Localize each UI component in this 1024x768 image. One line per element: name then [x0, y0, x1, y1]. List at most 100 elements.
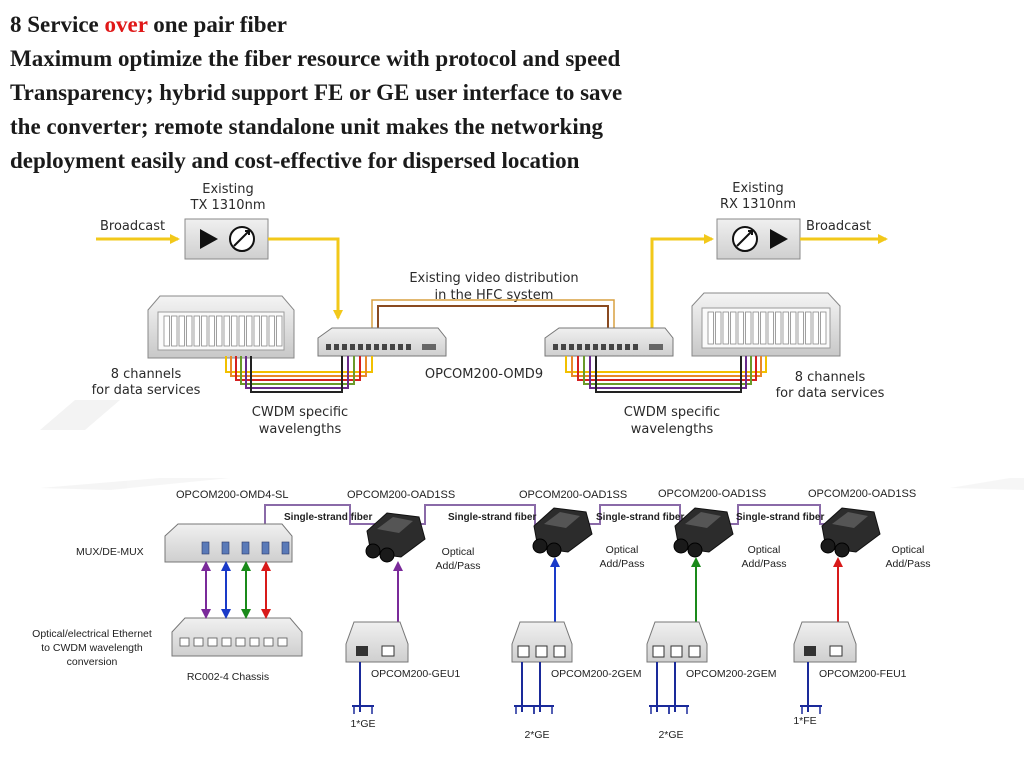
- mux-port: [201, 541, 210, 555]
- oad-lid: [544, 512, 580, 528]
- chassis-slot: [730, 311, 737, 345]
- top-diagram: Existing TX 1310nm Broadcast Existing RX…: [92, 181, 888, 437]
- right-cwdm-line-2: wavelengths: [631, 422, 714, 437]
- fiber-label-1: Single-strand fiber: [284, 512, 372, 523]
- tx-transmitter: [184, 218, 269, 260]
- play-icon: [770, 229, 788, 249]
- omd-port: [649, 344, 663, 350]
- ethernet-label-line-1: Optical/electrical Ethernet: [32, 628, 152, 640]
- cwdm-fiber: [240, 356, 355, 385]
- video-label-line-1: Existing video distribution: [409, 271, 578, 286]
- oad-label-2: OPCOM200-OAD1SS: [519, 489, 627, 501]
- unit-port: [670, 645, 683, 658]
- video-fiber-secondary: [371, 299, 615, 330]
- omd-port: [422, 344, 436, 350]
- omd-port: [577, 344, 582, 350]
- port-label-1: 1*GE: [350, 718, 375, 730]
- unit-housing: [345, 621, 409, 663]
- omd-port: [358, 344, 363, 350]
- cwdm-fiber: [589, 356, 747, 389]
- omd-port: [561, 344, 566, 350]
- chassis-slot: [805, 311, 812, 345]
- converter-unit: [511, 621, 573, 714]
- fiber-label-3: Single-strand fiber: [596, 512, 684, 523]
- optical-label-2-line-1: Optical: [606, 544, 639, 556]
- chassis-slot: [752, 311, 759, 345]
- chassis-slot: [790, 311, 797, 345]
- oad-node: [820, 507, 881, 558]
- mux-port: [261, 541, 270, 555]
- chassis-slot: [231, 315, 238, 347]
- omd-port: [374, 344, 379, 350]
- chassis-slot: [261, 315, 268, 347]
- chassis-slot: [797, 311, 804, 345]
- chassis-slot: [775, 311, 782, 345]
- omd-to-rx-arrow: [650, 234, 714, 330]
- rx-broadcast-label: Broadcast: [806, 219, 871, 234]
- oad-gland: [365, 543, 381, 559]
- optical-label-4-line-1: Optical: [892, 544, 925, 556]
- oad-lid: [685, 512, 721, 528]
- video-fiber: [377, 305, 609, 330]
- cwdm-fiber: [245, 356, 349, 389]
- chassis-slot: [171, 315, 178, 347]
- omd-port: [633, 344, 638, 350]
- omd-port: [342, 344, 347, 350]
- unit-port: [517, 645, 530, 658]
- chassis-slot: [276, 315, 283, 347]
- oad-gland: [546, 542, 562, 558]
- chassis-slot: [216, 315, 223, 347]
- omd-port: [366, 344, 371, 350]
- chassis-slot: [163, 315, 170, 347]
- unit-port: [804, 646, 816, 656]
- chassis-port: [179, 637, 190, 647]
- oad-lid: [377, 517, 413, 533]
- rx-receiver: [716, 218, 801, 260]
- unit-port: [356, 646, 368, 656]
- chassis-port: [193, 637, 204, 647]
- chassis-slot: [715, 311, 722, 345]
- unit-housing: [793, 621, 857, 663]
- cwdm-fiber: [565, 356, 767, 373]
- optical-label-4-line-2: Add/Pass: [886, 558, 931, 570]
- fiber-label-2: Single-strand fiber: [448, 512, 536, 523]
- background-streaks: [40, 400, 1024, 490]
- optical-label-2-line-2: Add/Pass: [600, 558, 645, 570]
- cwdm-fiber: [235, 356, 361, 381]
- ethernet-label-line-2: to CWDM wavelength: [41, 642, 143, 654]
- chassis-slot: [268, 315, 275, 347]
- omd-model-label: OPCOM200-OMD9: [425, 367, 543, 382]
- optical-label-3-line-2: Add/Pass: [742, 558, 787, 570]
- chassis-slot: [760, 311, 767, 345]
- chassis-slot: [722, 311, 729, 345]
- fiber-label-4: Single-strand fiber: [736, 512, 824, 523]
- omd-port: [625, 344, 630, 350]
- chassis-slot: [208, 315, 215, 347]
- port-label-4: 1*FE: [793, 715, 816, 727]
- optical-label-1-line-2: Add/Pass: [436, 560, 481, 572]
- chassis-port: [249, 637, 260, 647]
- bottom-diagram: OPCOM200-OMD4-SL OPCOM200-OAD1SS OPCOM20…: [32, 488, 930, 741]
- right-cwdm-fibers: [565, 356, 767, 393]
- omd-port: [553, 344, 558, 350]
- heading-line-4: the converter; remote standalone unit ma…: [10, 114, 604, 139]
- oad-gland: [673, 538, 689, 554]
- unit-label-4: OPCOM200-FEU1: [819, 668, 907, 680]
- oad-node: [365, 512, 426, 563]
- omd-port: [382, 344, 387, 350]
- unit-port: [829, 645, 843, 657]
- port-label-2: 2*GE: [524, 729, 549, 741]
- mux-label: MUX/DE-MUX: [76, 546, 144, 558]
- tx-title-line-1: Existing: [202, 182, 254, 197]
- chassis-slot: [707, 311, 714, 345]
- tx-to-omd-arrow: [268, 237, 343, 320]
- omd-port: [390, 344, 395, 350]
- chassis-port: [221, 637, 232, 647]
- chassis-slot: [238, 315, 245, 347]
- chassis-port: [263, 637, 274, 647]
- right-channels-line-2: for data services: [776, 386, 885, 401]
- converter-unit: [793, 621, 857, 714]
- tx-title-line-2: TX 1310nm: [190, 198, 266, 213]
- right-cwdm-line-1: CWDM specific: [624, 405, 720, 420]
- rx-title-line-2: RX 1310nm: [720, 197, 796, 212]
